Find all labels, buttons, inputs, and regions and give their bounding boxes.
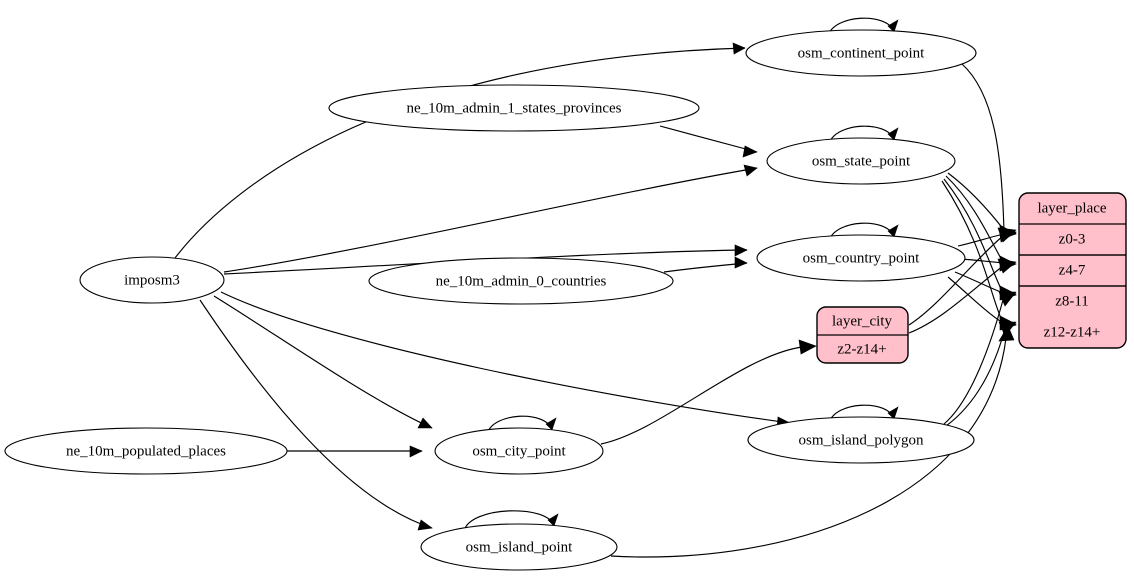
- arrowhead: [547, 513, 559, 527]
- node-imposm3[interactable]: imposm3: [79, 256, 225, 304]
- edge-imposm3-osm_island_polygon: [220, 291, 791, 424]
- edge-layer_city-layer_place-z0-3: [908, 235, 1004, 326]
- node-shape[interactable]: [4, 427, 288, 475]
- record-node-layer_city[interactable]: layer_city z2-z14+: [816, 306, 909, 364]
- arrowhead: [997, 227, 1017, 243]
- arrowhead: [887, 19, 899, 33]
- edge-osm_continent_point-layer_place-z0-3: [961, 63, 1005, 233]
- edge-osm_state_point-layer_place-z0-3: [947, 172, 1005, 231]
- record-background[interactable]: [1018, 192, 1127, 349]
- edge-osm_state_point-layer_place-z8-11: [943, 178, 1004, 294]
- edge-osm_island_point-layer_place-z12-z14+: [610, 337, 1007, 558]
- node-shape[interactable]: [79, 256, 225, 304]
- arrowhead: [734, 256, 748, 269]
- edge-osm_city_point-layer_city-z2-z14+: [600, 346, 803, 445]
- record-row-z4-7[interactable]: z4-7: [1059, 262, 1086, 278]
- edge-imposm3-osm_state_point: [223, 167, 758, 273]
- arrowhead: [734, 244, 748, 257]
- edge-ne_countries-osm_country_point: [663, 262, 748, 273]
- record-row-z8-11[interactable]: z8-11: [1055, 293, 1089, 309]
- node-osm_country_point[interactable]: osm_country_point: [756, 234, 966, 282]
- node-label: imposm3: [124, 272, 180, 288]
- arrowhead: [545, 417, 557, 431]
- node-label: ne_10m_admin_0_countries: [436, 273, 607, 289]
- node-label: osm_continent_point: [798, 45, 925, 61]
- record-node-layer_place[interactable]: layer_place z0-3 z4-7 z8-11 z12-z14+: [1018, 192, 1127, 349]
- record-row-z0-3[interactable]: z0-3: [1059, 231, 1086, 247]
- node-ne_10m_admin_1_states_provinces[interactable]: ne_10m_admin_1_states_provinces: [328, 84, 700, 132]
- edge-imposm3-osm_continent_point: [174, 47, 746, 259]
- edge-osm_state_point-layer_place-z4-7: [945, 175, 1004, 263]
- edge-osm_country_point-layer_place-z12-z14+: [947, 276, 1004, 324]
- record-row-title: layer_city: [832, 313, 892, 329]
- arrowhead: [742, 145, 758, 158]
- node-shape[interactable]: [434, 427, 604, 475]
- node-shape[interactable]: [328, 84, 700, 132]
- arrowhead: [409, 445, 423, 458]
- node-label: osm_country_point: [803, 250, 920, 266]
- edge-osm_country_point-layer_place-z0-3: [957, 233, 1005, 247]
- record-layer: layer_place z0-3 z4-7 z8-11 z12-z14+ lay…: [816, 192, 1127, 364]
- edge-imposm3-osm_island_point: [199, 299, 433, 529]
- edge-osm_state_point-layer_place-z12-z14+: [941, 180, 1004, 324]
- arrowhead: [887, 127, 899, 141]
- node-ne_10m_admin_0_countries[interactable]: ne_10m_admin_0_countries: [368, 257, 674, 305]
- node-osm_island_point[interactable]: osm_island_point: [420, 523, 618, 571]
- node-shape[interactable]: [766, 137, 956, 185]
- node-shape[interactable]: [747, 416, 975, 464]
- edge-osm_island_polygon-layer_place-z12-z14+: [945, 331, 1005, 427]
- node-layer: imposm3 ne_10m_admin_1_states_provinces …: [4, 29, 977, 571]
- node-label: osm_island_point: [466, 539, 574, 555]
- edge-osm_country_point-layer_place-z8-11: [954, 271, 1004, 294]
- record-row-z2-z14[interactable]: z2-z14+: [837, 341, 886, 357]
- arrowhead: [417, 519, 433, 531]
- edge-layer: [174, 17, 1017, 558]
- node-shape[interactable]: [756, 234, 966, 282]
- arrowhead: [798, 339, 817, 355]
- node-shape[interactable]: [745, 29, 977, 77]
- node-osm_city_point[interactable]: osm_city_point: [434, 427, 604, 475]
- node-osm_state_point[interactable]: osm_state_point: [766, 137, 956, 185]
- node-shape[interactable]: [368, 257, 674, 305]
- arrowhead: [998, 291, 1017, 307]
- arrowhead: [743, 164, 758, 177]
- node-label: ne_10m_admin_1_states_provinces: [407, 100, 622, 116]
- arrowhead: [998, 325, 1015, 342]
- record-row-z12-z14[interactable]: z12-z14+: [1044, 324, 1101, 340]
- arrowhead: [732, 42, 746, 55]
- node-label: osm_city_point: [472, 443, 566, 459]
- arrowhead: [887, 224, 899, 238]
- node-osm_continent_point[interactable]: osm_continent_point: [745, 29, 977, 77]
- node-shape[interactable]: [420, 523, 618, 571]
- record-row-title: layer_place: [1037, 200, 1106, 216]
- node-ne_10m_populated_places[interactable]: ne_10m_populated_places: [4, 427, 288, 475]
- arrowhead: [417, 417, 433, 429]
- node-label: ne_10m_populated_places: [66, 443, 226, 459]
- node-label: osm_island_polygon: [798, 432, 924, 448]
- arrowhead: [887, 406, 899, 420]
- edge-ne_states-osm_state_point: [659, 125, 758, 153]
- edge-layer_city-layer_place-z4-7: [908, 265, 1004, 334]
- node-label: osm_state_point: [812, 153, 911, 169]
- edge-osm_island_polygon-layer_place-z8-11: [943, 299, 1004, 425]
- edge-imposm3-osm_city_point: [213, 295, 433, 429]
- arrowhead: [997, 258, 1017, 274]
- node-osm_island_polygon[interactable]: osm_island_polygon: [747, 416, 975, 464]
